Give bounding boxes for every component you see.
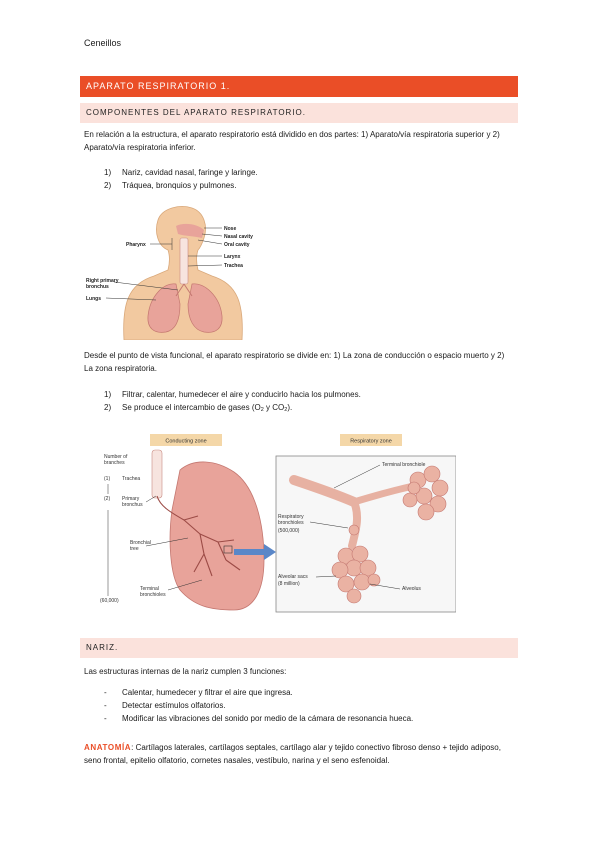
label-bronchioles: bronchioles bbox=[140, 592, 166, 598]
structure-list: 1)Nariz, cavidad nasal, faringe y laring… bbox=[104, 166, 514, 192]
label-n2: (2) bbox=[104, 496, 110, 502]
list-item: 2)Se produce el intercambio de gases (O2… bbox=[104, 403, 293, 413]
anatomy-label: ANATOMÍA bbox=[84, 743, 132, 752]
respiratory-anatomy-figure: Nose Nasal cavity Oral cavity Larynx Tra… bbox=[86, 206, 253, 340]
list-item: 1)Filtrar, calentar, humedecer el aire y… bbox=[104, 390, 361, 399]
subsection-title-componentes: COMPONENTES DEL APARATO RESPIRATORIO. bbox=[80, 103, 518, 123]
label-conducting-zone: Conducting zone bbox=[165, 439, 206, 445]
label-alveolus: Alveolus bbox=[402, 586, 421, 592]
nose-functions-list: -Calentar, humedecer y filtrar el aire q… bbox=[104, 686, 514, 725]
conducting-respiratory-zone-figure: Conducting zone Respiratory zone Number … bbox=[100, 434, 456, 613]
functional-list: 1)Filtrar, calentar, humedecer el aire y… bbox=[104, 388, 514, 417]
list-item: -Calentar, humedecer y filtrar el aire q… bbox=[104, 688, 293, 697]
section-title-nariz: NARIZ. bbox=[80, 638, 518, 658]
label-bronchus: bronchus bbox=[86, 284, 109, 290]
label-larynx: Larynx bbox=[224, 254, 241, 260]
label-trachea: Trachea bbox=[224, 263, 243, 269]
label-branches: branches bbox=[104, 460, 125, 466]
label-alveolar-sacs: Alveolar sacs bbox=[278, 574, 308, 580]
label-nasal-cavity: Nasal cavity bbox=[224, 234, 253, 240]
author-name: Ceneillos bbox=[84, 38, 122, 48]
label-resp-bronchioles: bronchioles bbox=[278, 520, 304, 526]
list-item: 2)Tráquea, bronquios y pulmones. bbox=[104, 181, 237, 190]
label-terminal: Terminal bbox=[140, 586, 159, 592]
label-lungs: Lungs bbox=[86, 296, 101, 302]
label-number-of: Number of bbox=[104, 454, 128, 460]
anatomy-paragraph: ANATOMÍA: Cartílagos laterales, cartílag… bbox=[84, 741, 514, 767]
list-item: -Modificar las vibraciones del sonido po… bbox=[104, 714, 414, 723]
label-nose: Nose bbox=[224, 226, 236, 232]
list-item: -Detectar estímulos olfatorios. bbox=[104, 701, 226, 710]
anatomy-text: : Cartílagos laterales, cartílagos septa… bbox=[84, 743, 501, 765]
label-n500000: (500,000) bbox=[278, 528, 300, 534]
label-respiratory-zone: Respiratory zone bbox=[350, 439, 392, 445]
label-trachea: Trachea bbox=[122, 476, 140, 482]
label-right-primary: Right primary bbox=[86, 278, 119, 284]
intro-paragraph: En relación a la estructura, el aparato … bbox=[84, 130, 500, 152]
section-title-aparato: APARATO RESPIRATORIO 1. bbox=[80, 76, 518, 97]
label-bronchial: Bronchial bbox=[130, 540, 151, 546]
label-n60000: (60,000) bbox=[100, 598, 119, 604]
label-oral-cavity: Oral cavity bbox=[224, 242, 250, 248]
label-respiratory: Respiratory bbox=[278, 514, 304, 520]
label-n1: (1) bbox=[104, 476, 110, 482]
list-item: 1)Nariz, cavidad nasal, faringe y laring… bbox=[104, 168, 258, 177]
nose-intro: Las estructuras internas de la nariz cum… bbox=[84, 667, 287, 676]
label-bronchus: bronchus bbox=[122, 502, 143, 508]
label-terminal-bronchiole: Terminal bronchiole bbox=[382, 462, 426, 468]
functional-paragraph: Desde el punto de vista funcional, el ap… bbox=[84, 351, 505, 373]
label-tree: tree bbox=[130, 546, 139, 552]
label-primary: Primary bbox=[122, 496, 140, 502]
label-n8million: (8 million) bbox=[278, 581, 300, 587]
label-pharynx: Pharynx bbox=[126, 242, 146, 248]
